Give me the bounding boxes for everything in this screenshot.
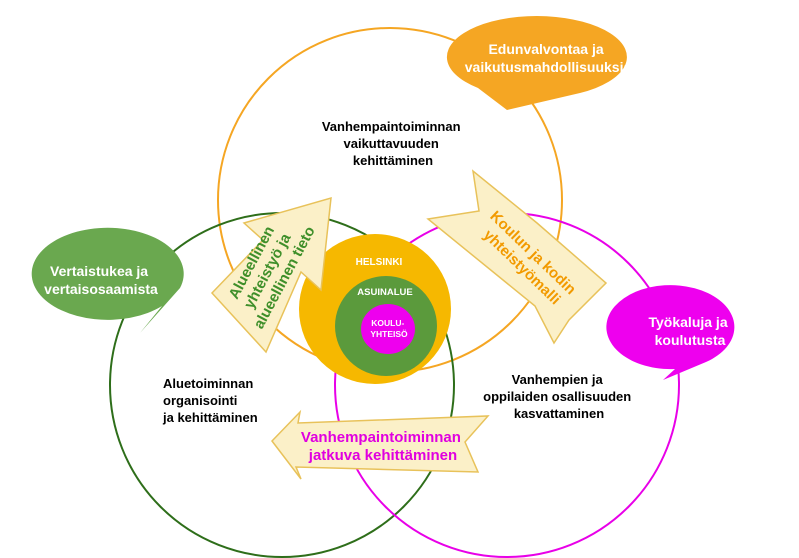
- arrow-jatkuva-kehittaminen-text: Vanhempaintoiminnan jatkuva kehittäminen: [301, 429, 465, 464]
- bubble-edunvalvonta: Edunvalvontaa ja vaikutusmahdollisuuksia: [446, 16, 632, 110]
- center-label-kouluyhteiso-line-1: KOULU-: [371, 318, 404, 328]
- bubble-vertaistuki-line-2: vertaisosaamista: [44, 281, 158, 297]
- circle-label-left-line-1: Aluetoiminnan: [163, 376, 253, 391]
- bubble-tyokaluja-text: Työkaluja ja koulutusta: [649, 314, 732, 348]
- bubble-edunvalvonta-line-2: vaikutusmahdollisuuksia: [465, 59, 632, 75]
- arrow-jatkuva-kehittaminen-line-1: Vanhempaintoiminnan: [301, 429, 461, 446]
- bubble-vertaistuki-shape: [31, 227, 184, 333]
- center-kouluyhteiso-disk: [361, 304, 415, 354]
- bubble-tyokaluja-line-2: koulutusta: [655, 332, 726, 348]
- arrow-alueellinen-shape: [210, 196, 332, 354]
- circle-label-right-line-1: Vanhempien ja: [512, 372, 604, 387]
- bubble-vertaistuki-text: Vertaistukea ja vertaisosaamista: [44, 263, 158, 297]
- circle-label-top-line-3: kehittäminen: [353, 153, 433, 168]
- circle-label-left: Aluetoiminnan organisointi ja kehittämin…: [162, 376, 258, 425]
- bubble-tyokaluja-line-1: Työkaluja ja: [649, 314, 728, 330]
- center-label-kouluyhteiso-line-2: YHTEISÖ: [370, 329, 408, 339]
- arrow-koulun-ja-kodin-shape: [426, 169, 608, 345]
- arrow-jatkuva-kehittaminen: Vanhempaintoiminnan jatkuva kehittäminen: [271, 409, 490, 480]
- circle-label-left-line-3: ja kehittäminen: [162, 410, 258, 425]
- bubble-vertaistuki-line-1: Vertaistukea ja: [50, 263, 148, 279]
- arrow-jatkuva-kehittaminen-line-2: jatkuva kehittäminen: [308, 447, 457, 464]
- circle-label-right-line-2: oppilaiden osallisuuden: [483, 389, 631, 404]
- circle-label-top: Vanhempaintoiminnan vaikuttavuuden kehit…: [322, 119, 464, 168]
- arrow-jatkuva-kehittaminen-shape: [271, 409, 490, 480]
- bubble-vertaistuki: Vertaistukea ja vertaisosaamista: [31, 227, 184, 333]
- circle-label-right-line-3: kasvattaminen: [514, 406, 604, 421]
- circle-label-top-line-2: vaikuttavuuden: [344, 136, 439, 151]
- center-label-asuinalue: ASUINALUE: [357, 287, 412, 298]
- center-label-kouluyhteiso: KOULU- YHTEISÖ: [370, 318, 408, 339]
- bubble-edunvalvonta-shape: [446, 16, 627, 110]
- circle-label-right: Vanhempien ja oppilaiden osallisuuden ka…: [483, 372, 635, 421]
- center-label-helsinki: HELSINKI: [356, 257, 403, 268]
- circle-label-left-line-2: organisointi: [163, 393, 237, 408]
- bubble-edunvalvonta-text: Edunvalvontaa ja vaikutusmahdollisuuksia: [465, 41, 632, 75]
- bubble-tyokaluja: Työkaluja ja koulutusta: [606, 285, 735, 380]
- bubble-edunvalvonta-line-1: Edunvalvontaa ja: [488, 41, 603, 57]
- circle-label-top-line-1: Vanhempaintoiminnan: [322, 119, 461, 134]
- bubble-tyokaluja-shape: [606, 285, 735, 380]
